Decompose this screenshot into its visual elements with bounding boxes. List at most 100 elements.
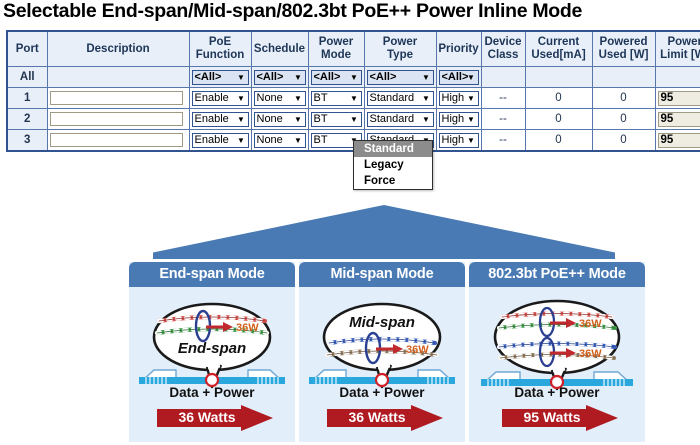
all-row-power-limit-cell [654,66,700,88]
select-power-mode[interactable]: BT ▼ [310,90,362,106]
chevron-down-icon: ▼ [350,93,358,103]
select-priority-value: High [441,112,465,125]
panel-802-3bt-body: 36W 36W [469,287,645,442]
power-type-dropdown-menu[interactable]: Standard Legacy Force [353,140,433,190]
col-header-power-mode: Power Mode [307,30,365,67]
row-power-type-cell: Standard ▼ [363,87,437,109]
row-schedule-cell: None ▼ [250,87,309,109]
select-schedule[interactable]: None ▼ [253,90,306,106]
select-schedule[interactable]: None ▼ [253,132,306,148]
end-span-watt-text: 36 Watts [178,409,236,425]
red-arrow-icon [327,405,443,431]
red-arrow-icon [157,405,273,431]
select-schedule-value: None [256,112,283,125]
mid-span-watt-text: 36 Watts [348,409,406,425]
chevron-down-icon: ▼ [237,114,245,124]
dropdown-option-force[interactable]: Force [364,175,396,187]
select-all-power-mode[interactable]: <All> ▼ [310,69,362,85]
select-power-mode-value: BT [313,91,328,104]
select-all-poe-function-value: <All> [194,70,222,83]
select-all-priority-value: <All> [441,70,469,83]
select-poe-function[interactable]: Enable ▼ [191,132,249,148]
panel-end-span: End-span Mode [129,262,295,442]
end-span-oval-label: End-span [178,340,246,357]
row-poe-function-cell: Enable ▼ [188,108,252,130]
col-header-poe-function-l1: PoE [208,36,232,48]
panel-mid-span: Mid-span Mode Mid-span [299,262,465,442]
col-header-power-type: Power Type [363,30,437,67]
description-input[interactable] [49,133,183,147]
mid-span-cable-diagram: Mid-span [307,295,457,400]
all-row-poe-function-cell: <All> ▼ [188,66,252,88]
col-header-port: Port [6,30,48,67]
panel-802-3bt-header: 802.3bt PoE++ Mode [469,262,645,287]
description-input[interactable] [49,91,183,105]
poe-config-table: Port Description PoE Function Schedule P… [6,30,700,152]
rj45-cable-svg [139,369,285,388]
row-port-number: 1 [6,87,48,109]
power-limit-input[interactable] [657,90,700,106]
ethernet-cable-graphic [306,365,458,392]
select-all-power-type[interactable]: <All> ▼ [366,69,434,85]
power-limit-input[interactable] [657,111,700,127]
select-power-mode[interactable]: BT ▼ [310,111,362,127]
col-header-current-used: Current Used[mA] [524,30,593,67]
row-schedule-cell: None ▼ [250,108,309,130]
description-input[interactable] [49,112,183,126]
select-poe-function-value: Enable [194,133,229,146]
col-header-powered-used-l1: Powered [599,36,648,48]
chevron-down-icon: ▼ [467,93,475,103]
select-priority[interactable]: High ▼ [438,90,479,106]
all-row-current-used-cell [524,66,593,88]
select-priority[interactable]: High ▼ [438,111,479,127]
power-limit-input[interactable] [657,132,700,148]
chevron-down-icon: ▼ [350,114,358,124]
table-row: 1 Enable ▼ None ▼ [6,87,700,109]
row-power-type-cell: Standard ▼ [363,108,437,130]
select-all-priority[interactable]: <All> ▼ [438,69,479,85]
row-current-used: 0 [524,108,593,130]
chevron-down-icon: ▼ [467,72,475,82]
mid-span-watt-arrow: 36 Watts [319,405,445,436]
col-header-description: Description [46,30,190,67]
bt-cable-diagram: 36W 36W [478,295,636,400]
row-description-cell [46,129,190,152]
row-current-used: 0 [524,129,593,152]
bt-watt-arrow: 95 Watts [494,405,620,436]
select-poe-function[interactable]: Enable ▼ [191,90,249,106]
dropdown-option-legacy[interactable]: Legacy [364,159,404,171]
select-priority[interactable]: High ▼ [438,132,479,148]
all-row-schedule-cell: <All> ▼ [250,66,309,88]
ethernet-cable-graphic [478,367,636,394]
row-port-number: 2 [6,108,48,130]
col-header-powered-used: Powered Used [W] [591,30,656,67]
col-header-power-limit-l1: Power [667,36,700,48]
panel-mid-span-body: Mid-span [299,287,465,442]
select-power-type[interactable]: Standard ▼ [366,111,434,127]
select-schedule[interactable]: None ▼ [253,111,306,127]
red-arrow-icon [502,405,618,431]
select-power-type[interactable]: Standard ▼ [366,90,434,106]
row-power-mode-cell: BT ▼ [307,87,365,109]
chevron-down-icon: ▼ [294,72,302,82]
callout-banner-shape [153,205,615,259]
col-header-description-l1: Description [86,42,150,55]
select-all-power-type-value: <All> [369,70,397,83]
select-priority-value: High [441,133,465,146]
mid-span-oval-label: Mid-span [349,314,415,331]
select-all-poe-function[interactable]: <All> ▼ [191,69,249,85]
row-description-cell [46,87,190,109]
row-device-class: -- [480,129,526,152]
panel-mid-span-header: Mid-span Mode [299,262,465,287]
select-power-mode-value: BT [313,112,328,125]
row-power-mode-cell: BT ▼ [307,129,365,152]
panel-end-span-header: End-span Mode [129,262,295,287]
col-header-power-mode-l2: Mode [320,49,352,61]
col-header-power-mode-l1: Power [318,36,354,48]
select-poe-function[interactable]: Enable ▼ [191,111,249,127]
select-all-schedule[interactable]: <All> ▼ [253,69,306,85]
svg-text:36W: 36W [236,322,259,334]
table-row: 3 Enable ▼ None ▼ [6,129,700,152]
select-schedule-value: None [256,91,283,104]
dropdown-option-standard[interactable]: Standard [354,141,432,157]
